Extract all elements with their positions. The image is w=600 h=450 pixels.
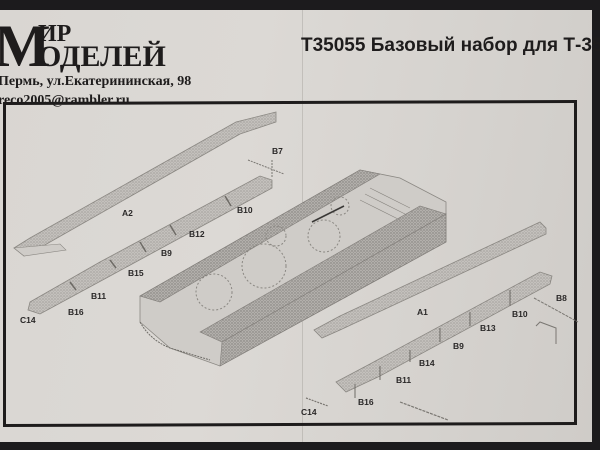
label-b16-left: B16 <box>68 307 84 317</box>
label-b14: B14 <box>419 358 435 368</box>
label-c14-left: C14 <box>20 315 36 325</box>
tank-hull <box>139 169 447 367</box>
label-a1: A1 <box>417 307 428 317</box>
part-c14-right <box>305 397 329 407</box>
part-left-fender-strip <box>27 175 273 315</box>
label-b16-right: B16 <box>358 397 374 407</box>
label-c14-right: C14 <box>301 407 317 417</box>
label-b10-left: B10 <box>237 205 253 215</box>
label-b7: B7 <box>272 146 283 156</box>
label-b9-right: B9 <box>453 341 464 351</box>
part-b7 <box>247 159 285 178</box>
part-bottom-rod <box>399 401 449 421</box>
label-b11-right: B11 <box>396 375 412 385</box>
email-text: reco2005@rambler.ru <box>0 93 130 108</box>
assembly-diagram <box>13 111 579 421</box>
part-right-fender-strip <box>335 271 553 398</box>
label-b9-left: B9 <box>161 248 172 258</box>
label-b8: B8 <box>556 293 567 303</box>
logo-initial: М <box>0 13 51 79</box>
logo-top-line: ИР <box>38 21 72 47</box>
label-b11-left: B11 <box>91 291 107 301</box>
address-text: Пермь, ул.Екатерининская, 98 <box>0 74 192 89</box>
label-b15: B15 <box>128 268 144 278</box>
instruction-sheet: М ИР ОДЕЛЕЙ Пермь, ул.Екатерининская, 98… <box>0 10 600 442</box>
label-b10-right: B10 <box>512 309 528 319</box>
label-a2: A2 <box>122 208 133 218</box>
logo-bottom-line: ОДЕЛЕЙ <box>38 40 166 73</box>
part-a2 <box>13 111 277 257</box>
label-b13: B13 <box>480 323 496 333</box>
label-b12: B12 <box>189 229 205 239</box>
kit-title: T35055 Базовый набор для Т-35 <box>301 35 600 56</box>
part-a1 <box>313 221 547 339</box>
part-b8 <box>533 297 579 344</box>
